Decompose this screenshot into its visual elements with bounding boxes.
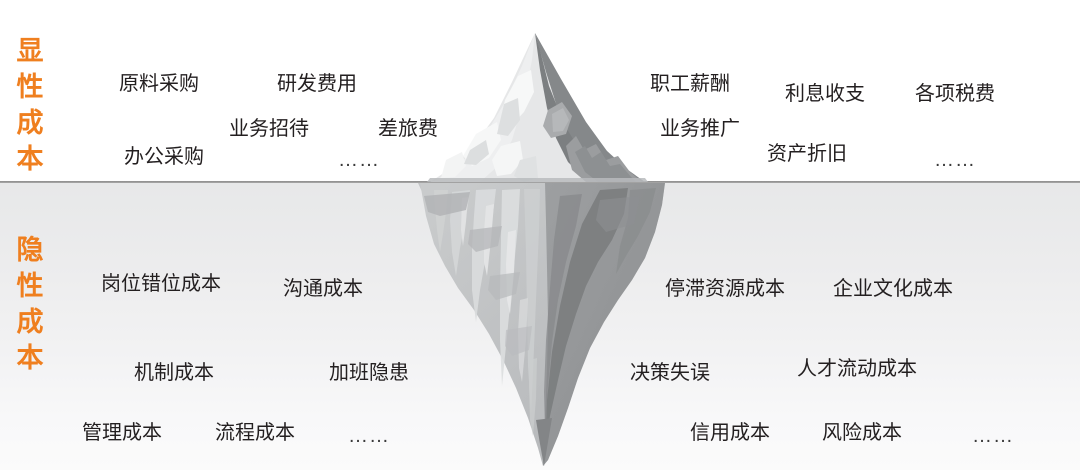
hidden-cost-label: 企业文化成本 — [833, 278, 953, 300]
hidden-cost-ellipsis: …… — [348, 425, 390, 447]
explicit-cost-label: 原料采购 — [119, 73, 199, 95]
hidden-cost-label: 流程成本 — [215, 422, 295, 444]
explicit-cost-label: 业务招待 — [229, 118, 309, 140]
section-label-explicit-char-3: 本 — [16, 144, 44, 174]
section-label-hidden-char-2: 成 — [16, 307, 44, 337]
hidden-cost-label: 岗位错位成本 — [101, 273, 221, 295]
below-water-region — [0, 183, 1080, 470]
hidden-cost-label: 停滞资源成本 — [665, 278, 785, 300]
section-label-explicit-cost: 显 性 成 本 — [10, 33, 50, 177]
hidden-cost-label: 机制成本 — [134, 362, 214, 384]
hidden-cost-label: 决策失误 — [630, 362, 710, 384]
hidden-cost-label: 沟通成本 — [283, 278, 363, 300]
explicit-cost-label: 研发费用 — [277, 73, 357, 95]
explicit-cost-label: 差旅费 — [378, 118, 438, 140]
hidden-cost-label: 人才流动成本 — [797, 358, 917, 380]
hidden-cost-label: 风险成本 — [822, 422, 902, 444]
explicit-cost-label: 各项税费 — [915, 83, 995, 105]
section-label-hidden-char-3: 本 — [16, 343, 44, 373]
hidden-cost-label: 管理成本 — [82, 422, 162, 444]
explicit-cost-ellipsis: …… — [338, 149, 380, 171]
explicit-cost-label: 利息收支 — [785, 83, 865, 105]
explicit-cost-label: 办公采购 — [124, 146, 204, 168]
hidden-cost-label: 加班隐患 — [329, 362, 409, 384]
explicit-cost-ellipsis: …… — [934, 149, 976, 171]
section-label-hidden-char-1: 性 — [16, 271, 44, 301]
section-label-explicit-char-2: 成 — [16, 108, 44, 138]
waterline-divider — [0, 181, 1080, 183]
explicit-cost-label: 职工薪酬 — [650, 73, 730, 95]
explicit-cost-label: 资产折旧 — [767, 143, 847, 165]
hidden-cost-ellipsis: …… — [972, 425, 1014, 447]
section-label-explicit-char-0: 显 — [16, 36, 44, 66]
section-label-hidden-cost: 隐 性 成 本 — [10, 232, 50, 376]
section-label-hidden-char-0: 隐 — [16, 235, 44, 265]
hidden-cost-label: 信用成本 — [690, 422, 770, 444]
section-label-explicit-char-1: 性 — [16, 72, 44, 102]
explicit-cost-label: 业务推广 — [660, 118, 740, 140]
